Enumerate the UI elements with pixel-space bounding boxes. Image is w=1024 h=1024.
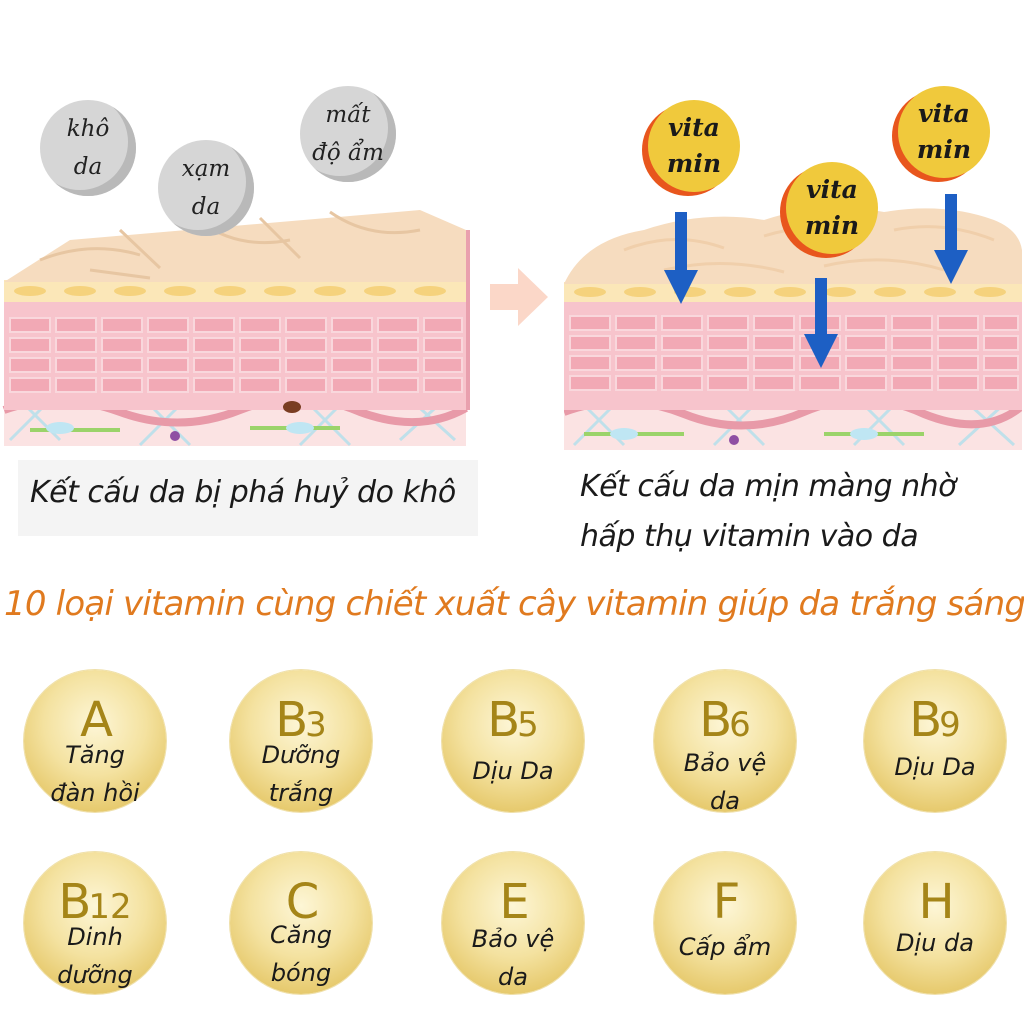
vitamin-pearl-h: H Dịu da bbox=[864, 852, 1006, 994]
down-arrow-icon bbox=[804, 278, 838, 368]
problem-text: mất độ ẩm bbox=[312, 102, 384, 166]
smooth-skin-illustration bbox=[564, 207, 1022, 450]
vitamin-letter: E bbox=[499, 874, 529, 930]
vitamin-letter: F bbox=[712, 874, 741, 930]
down-arrow-icon bbox=[934, 194, 968, 284]
vitamin-letter: B9 bbox=[909, 692, 961, 748]
vitamin-bubble-line1: vita bbox=[918, 99, 970, 128]
vitamin-letter: B3 bbox=[275, 692, 327, 748]
vitamin-benefit: Dịu Da bbox=[894, 753, 976, 781]
vitamin-letter: B5 bbox=[487, 692, 539, 748]
vitamin-bubble-line1: vita bbox=[668, 113, 720, 142]
problem-bubble-dull: xạm da bbox=[158, 140, 254, 236]
vitamin-pearl-b5: B5 Dịu Da bbox=[442, 670, 584, 812]
damaged-skin-caption: Kết cấu da bị phá huỷ do khô bbox=[18, 460, 478, 536]
vitamin-letter: A bbox=[80, 692, 113, 748]
vitamin-pearl-b9: B9 Dịu Da bbox=[864, 670, 1006, 812]
smooth-skin-caption: Kết cấu da mịn màng nhờ hấp thụ vitamin … bbox=[580, 462, 1000, 562]
vitamin-letter: B6 bbox=[699, 692, 751, 748]
vitamin-bubble: vita min bbox=[786, 162, 878, 254]
damaged-skin-illustration bbox=[2, 210, 470, 447]
smooth-skin-caption-line1: Kết cấu da mịn màng nhờ bbox=[580, 469, 957, 504]
vitamin-letter: C bbox=[285, 874, 319, 930]
problem-bubble-moisture: mất độ ẩm bbox=[300, 86, 396, 182]
vitamin-bubble: vita min bbox=[648, 100, 740, 192]
headline: 10 loại vitamin cùng chiết xuất cây vita… bbox=[4, 584, 1024, 624]
vitamin-bubble: vita min bbox=[898, 86, 990, 178]
problem-bubble-dry: khô da bbox=[40, 100, 136, 196]
transition-arrow-icon bbox=[490, 268, 548, 326]
damaged-skin-caption-text: Kết cấu da bị phá huỷ do khô bbox=[30, 475, 456, 510]
vitamin-benefit: Cấp ẩm bbox=[678, 933, 772, 961]
vitamin-bubble-line1: vita bbox=[806, 175, 858, 204]
problem-text: xạm da bbox=[181, 156, 231, 220]
vitamin-pearl-f: F Cấp ẩm bbox=[654, 852, 796, 994]
vitamin-letter: H bbox=[918, 874, 954, 930]
smooth-skin-caption-line2: hấp thụ vitamin vào da bbox=[580, 519, 919, 554]
problem-text: khô da bbox=[66, 116, 110, 180]
vitamin-bubble-line2: min bbox=[666, 149, 722, 178]
vitamin-benefit: Dịu da bbox=[896, 929, 974, 957]
down-arrow-icon bbox=[664, 212, 698, 304]
vitamin-bubble-line2: min bbox=[916, 135, 972, 164]
vitamin-benefit: Dịu Da bbox=[472, 757, 554, 785]
vitamin-bubble-line2: min bbox=[804, 211, 860, 240]
vitamin-letter: B12 bbox=[58, 874, 132, 930]
